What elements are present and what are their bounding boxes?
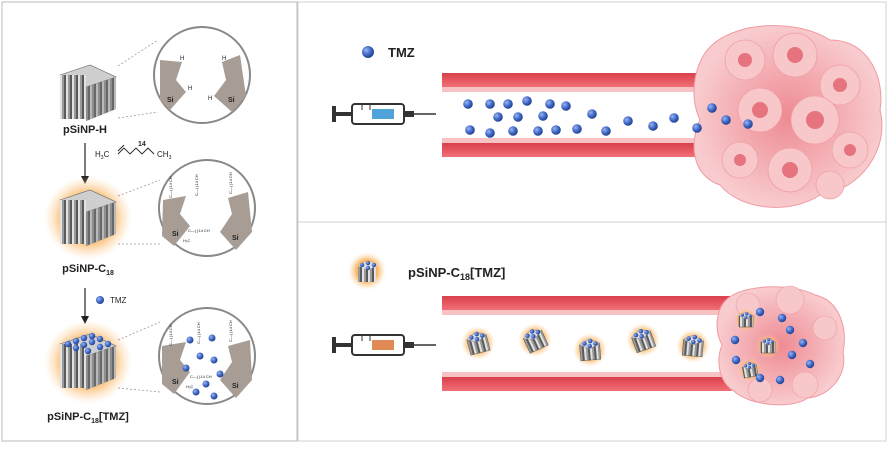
released-tmz-molecule <box>730 335 740 345</box>
released-tmz-molecule <box>785 325 795 335</box>
step1-label: pSiNP-H <box>63 124 107 136</box>
svg-text:H3C: H3C <box>95 150 110 161</box>
tmz-molecule-icon <box>96 296 104 304</box>
svg-text:H: H <box>188 86 192 92</box>
svg-text:C—( )14 CH: C—( )14 CH <box>194 174 199 196</box>
loaded-particle-legend-icon <box>348 252 386 290</box>
tumor-top <box>693 25 883 208</box>
svg-text:H: H <box>180 56 184 62</box>
tmz-molecule <box>587 109 597 119</box>
svg-text:H₃C: H₃C <box>183 238 191 243</box>
tmz-molecule <box>743 119 753 129</box>
tmz-molecule <box>601 126 611 136</box>
svg-text:C—( )14 CH: C—( )14 CH <box>228 320 233 342</box>
zoom-guide <box>117 111 159 119</box>
psinp-c18-tmz-particle <box>44 320 132 404</box>
tmz-molecule <box>572 124 582 134</box>
svg-text:14: 14 <box>138 141 146 148</box>
tmz-molecule <box>551 125 561 135</box>
psinp-c18-particle <box>44 176 132 260</box>
step2-label: pSiNP-C18 <box>62 263 114 277</box>
zoom-guide <box>117 387 161 393</box>
svg-text:C—( )14 CH: C—( )14 CH <box>190 374 212 379</box>
tmz-molecule <box>692 123 702 133</box>
svg-text:H: H <box>208 96 212 102</box>
tmz-molecule <box>508 126 518 136</box>
left-panel-frame <box>1 1 298 442</box>
tmz-molecule <box>513 112 523 122</box>
syringe-icon <box>332 334 436 356</box>
tmz-molecule <box>707 103 717 113</box>
svg-text:Si: Si <box>228 97 235 104</box>
svg-text:H₃C: H₃C <box>186 384 194 389</box>
tmz-molecule <box>669 113 679 123</box>
svg-text:C—( )14 CH: C—( )14 CH <box>168 176 173 198</box>
loaded-nanoparticle <box>734 308 758 332</box>
zoom-circle-alkyl: Si Si C—( )14 CH C—( )14 CH C—( )14 CH C… <box>158 159 256 257</box>
blood-vessel-bottom <box>442 296 732 391</box>
released-tmz-molecule <box>787 350 797 360</box>
loaded-nanoparticle <box>756 334 780 358</box>
released-tmz-molecule <box>755 307 765 317</box>
released-tmz-molecule <box>805 359 815 369</box>
drug-label: TMZ <box>110 296 127 305</box>
svg-text:Si: Si <box>232 235 239 242</box>
zoom-guide <box>117 321 161 341</box>
svg-text:C—( )14 CH: C—( )14 CH <box>228 172 233 194</box>
tumor-bottom <box>716 285 845 406</box>
psinp-h-particle <box>59 64 117 121</box>
tmz-molecule <box>545 99 555 109</box>
released-tmz-molecule <box>798 338 808 348</box>
alkene-reagent: H3C 14 CH3 <box>95 141 172 161</box>
svg-text:C—( )14 CH: C—( )14 CH <box>168 324 173 346</box>
loaded-nanoparticles <box>458 307 815 385</box>
tmz-molecule <box>561 101 571 111</box>
tmz-molecule <box>485 128 495 138</box>
tmz-molecule <box>465 125 475 135</box>
loaded-nanoparticle <box>515 320 555 360</box>
bottom-panel-frame <box>297 221 887 442</box>
tmz-molecule <box>485 99 495 109</box>
tmz-molecule <box>463 99 473 109</box>
zoom-circle-hydride: Si Si H H H H <box>153 26 251 124</box>
svg-text:Si: Si <box>172 379 179 386</box>
svg-text:Si: Si <box>167 97 174 104</box>
free-tmz-molecules <box>463 96 753 138</box>
tmz-molecule <box>648 121 658 131</box>
tmz-molecule <box>503 99 513 109</box>
loaded-nanoparticle <box>572 332 608 368</box>
released-tmz-molecule <box>731 355 741 365</box>
zoom-circle-loaded: Si Si C—( )14 CH C—( )14 CH C—( )14 CH C… <box>158 307 256 405</box>
svg-text:Si: Si <box>232 383 239 390</box>
blood-vessel-top <box>442 73 742 157</box>
tmz-molecule <box>533 126 543 136</box>
tmz-molecule <box>493 112 503 122</box>
loaded-nanoparticle <box>675 328 711 364</box>
loaded-nanoparticle <box>458 323 498 363</box>
svg-text:Si: Si <box>172 231 179 238</box>
top-legend-label: TMZ <box>388 45 415 60</box>
tmz-molecule <box>538 111 548 121</box>
bottom-legend-label: pSiNP-C18[TMZ] <box>408 265 505 282</box>
tmz-molecule <box>721 115 731 125</box>
zoom-guide <box>117 179 161 197</box>
syringe-icon <box>332 103 436 125</box>
tmz-molecule <box>623 116 633 126</box>
released-tmz-molecule <box>777 313 787 323</box>
svg-text:H: H <box>222 56 226 62</box>
tmz-molecule <box>522 96 532 106</box>
svg-text:C—( )14 CH: C—( )14 CH <box>196 322 201 344</box>
step3-label: pSiNP-C18[TMZ] <box>47 411 129 425</box>
svg-text:CH3: CH3 <box>157 150 172 161</box>
released-tmz-molecule <box>775 375 785 385</box>
released-tmz-molecule <box>755 373 765 383</box>
svg-text:C—( )14 CH: C—( )14 CH <box>188 228 210 233</box>
tmz-legend-icon <box>362 46 374 58</box>
zoom-guide <box>117 39 159 67</box>
loaded-nanoparticle <box>623 320 663 360</box>
